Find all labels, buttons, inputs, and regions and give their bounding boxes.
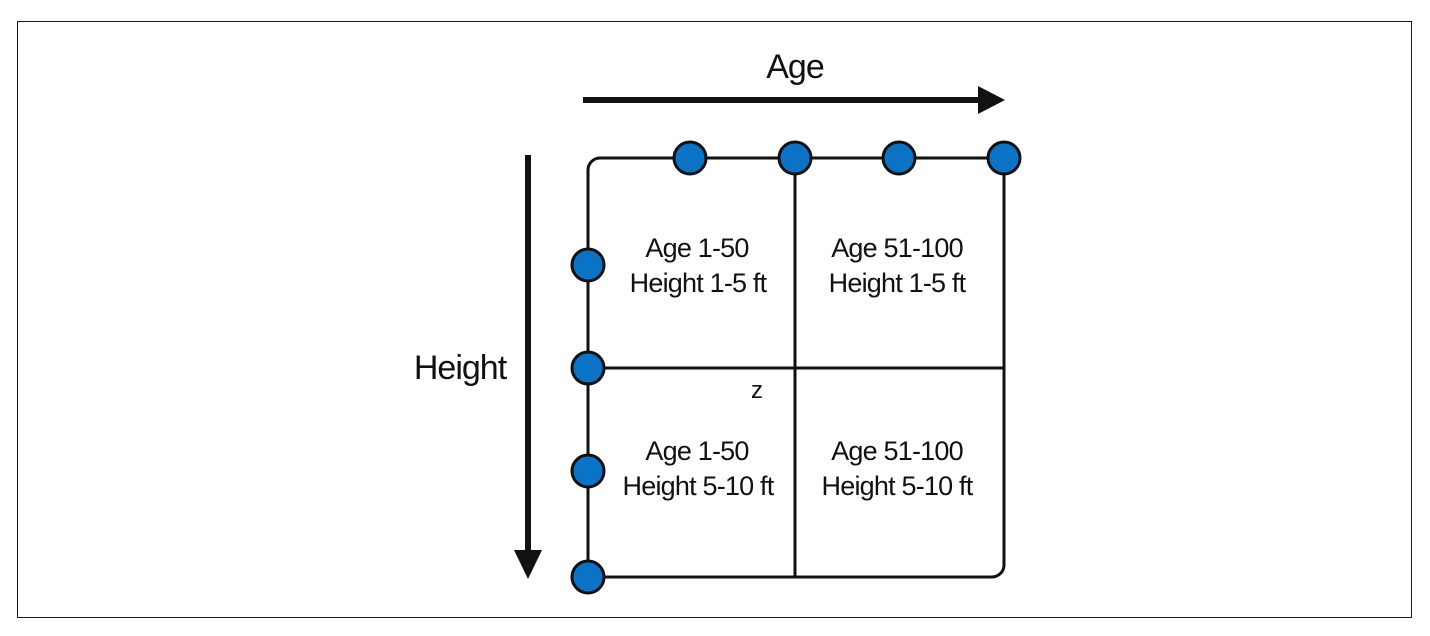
diagram-frame [17, 21, 1412, 618]
age-node-2 [777, 140, 813, 176]
age-node-3 [881, 140, 917, 176]
cell-bottom-right-line1: Age 51-100 [831, 436, 963, 466]
age-node-1 [672, 140, 708, 176]
cell-top-right-line2: Height 1-5 ft [829, 268, 967, 298]
age-node-4 [986, 140, 1022, 176]
height-node-1 [570, 247, 606, 283]
age-axis-arrow [583, 86, 1005, 114]
cell-top-left-line2: Height 1-5 ft [630, 268, 768, 298]
point-label-z: z [751, 377, 763, 404]
cell-bottom-left-line2: Height 5-10 ft [623, 471, 775, 501]
cell-bottom-right-line2: Height 5-10 ft [822, 471, 974, 501]
height-node-2 [570, 350, 606, 386]
cell-bottom-left-line1: Age 1-50 [645, 436, 748, 466]
cell-top-right-line1: Age 51-100 [831, 233, 963, 263]
cell-top-left-line1: Age 1-50 [645, 233, 748, 263]
age-axis-title: Age [766, 48, 824, 86]
height-axis-arrow [514, 155, 542, 579]
height-axis-title: Height [414, 349, 508, 387]
height-node-4 [570, 559, 606, 595]
height-node-3 [570, 453, 606, 489]
